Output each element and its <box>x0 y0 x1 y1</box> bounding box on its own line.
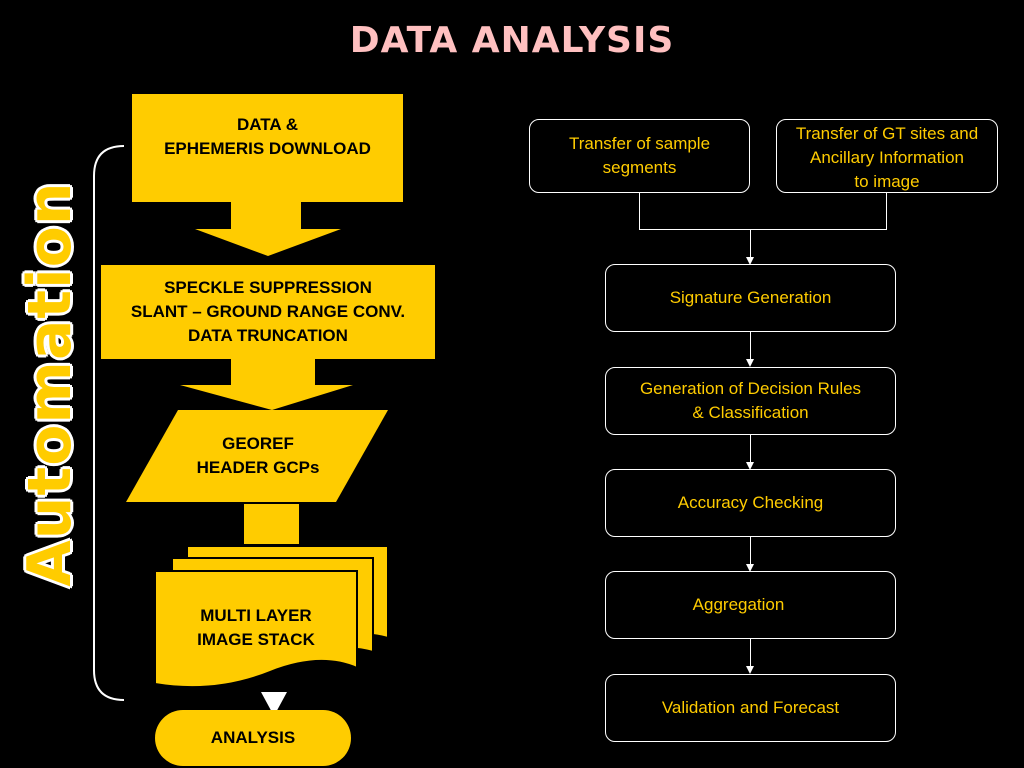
speckle-label: SPECKLE SUPPRESSION SLANT – GROUND RANGE… <box>130 278 406 345</box>
connector-down-3 <box>750 435 751 462</box>
connector-down-4 <box>750 537 751 564</box>
analysis-box <box>155 710 351 766</box>
arrowhead-2 <box>746 359 754 367</box>
validation-box: Validation and Forecast <box>605 674 896 742</box>
arrowhead-5 <box>746 666 754 674</box>
transfer-samples-box: Transfer of sample segments <box>529 119 750 193</box>
download-box <box>132 94 403 202</box>
arrowhead-1 <box>746 257 754 265</box>
speckle-box <box>101 265 435 359</box>
accuracy-box: Accuracy Checking <box>605 469 896 537</box>
arrowhead-3 <box>746 462 754 470</box>
connector-down-5 <box>750 639 751 666</box>
connector-down-2 <box>750 332 751 359</box>
connector-right <box>886 193 887 229</box>
arrowhead-4 <box>746 564 754 572</box>
connector-horizontal <box>639 229 887 230</box>
download-label: DATA & EPHEMERIS DOWNLOAD <box>164 115 371 158</box>
georef-label: GEOREF HEADER GCPs <box>196 434 320 477</box>
connector-down-1 <box>750 229 751 257</box>
connector-left <box>639 193 640 229</box>
arrow-shaft-1 <box>231 202 301 230</box>
arrow-shaft-2 <box>231 359 315 386</box>
aggregation-box: Aggregation <box>605 571 896 639</box>
page-title: DATA ANALYSIS <box>349 20 675 61</box>
stack-label: MULTI LAYER IMAGE STACK <box>197 606 315 649</box>
transfer-gt-box: Transfer of GT sites and Ancillary Infor… <box>776 119 998 193</box>
arrow-shaft-3 <box>244 504 299 544</box>
decision-rules-box: Generation of Decision Rules & Classific… <box>605 367 896 435</box>
analysis-label: ANALYSIS <box>210 728 296 747</box>
signature-box: Signature Generation <box>605 264 896 332</box>
